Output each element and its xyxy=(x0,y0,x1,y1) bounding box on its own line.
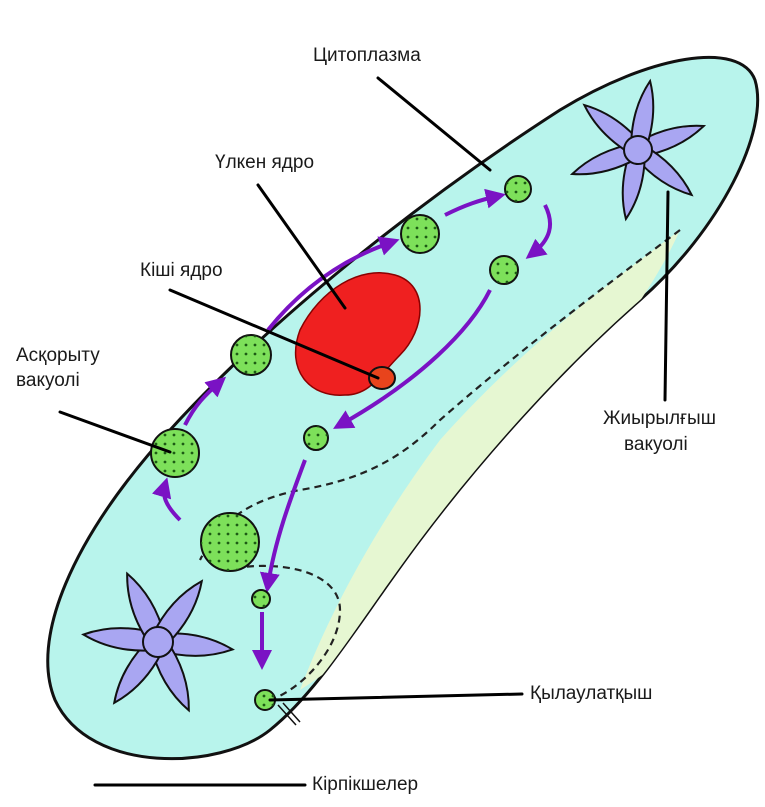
label-cilia: Кірпікшелер xyxy=(312,773,418,797)
label-micronucleus: Кіші ядро xyxy=(140,259,223,283)
label-digestive-vacuole-2: вакуолі xyxy=(16,369,80,393)
label-contractile-vacuole-1: Жиырылғыш xyxy=(603,407,716,431)
contractile-vacuole-center xyxy=(624,136,652,164)
label-contractile-vacuole-2: вакуолі xyxy=(624,433,688,457)
micronucleus xyxy=(369,367,395,389)
label-anal-pore: Қылаулатқыш xyxy=(530,682,652,706)
label-cytoplasm: Цитоплазма xyxy=(313,44,421,68)
label-macronucleus: Үлкен ядро xyxy=(215,151,314,175)
label-digestive-vacuole-1: Асқорыту xyxy=(16,344,100,368)
contractile-vacuole-center xyxy=(143,627,173,657)
